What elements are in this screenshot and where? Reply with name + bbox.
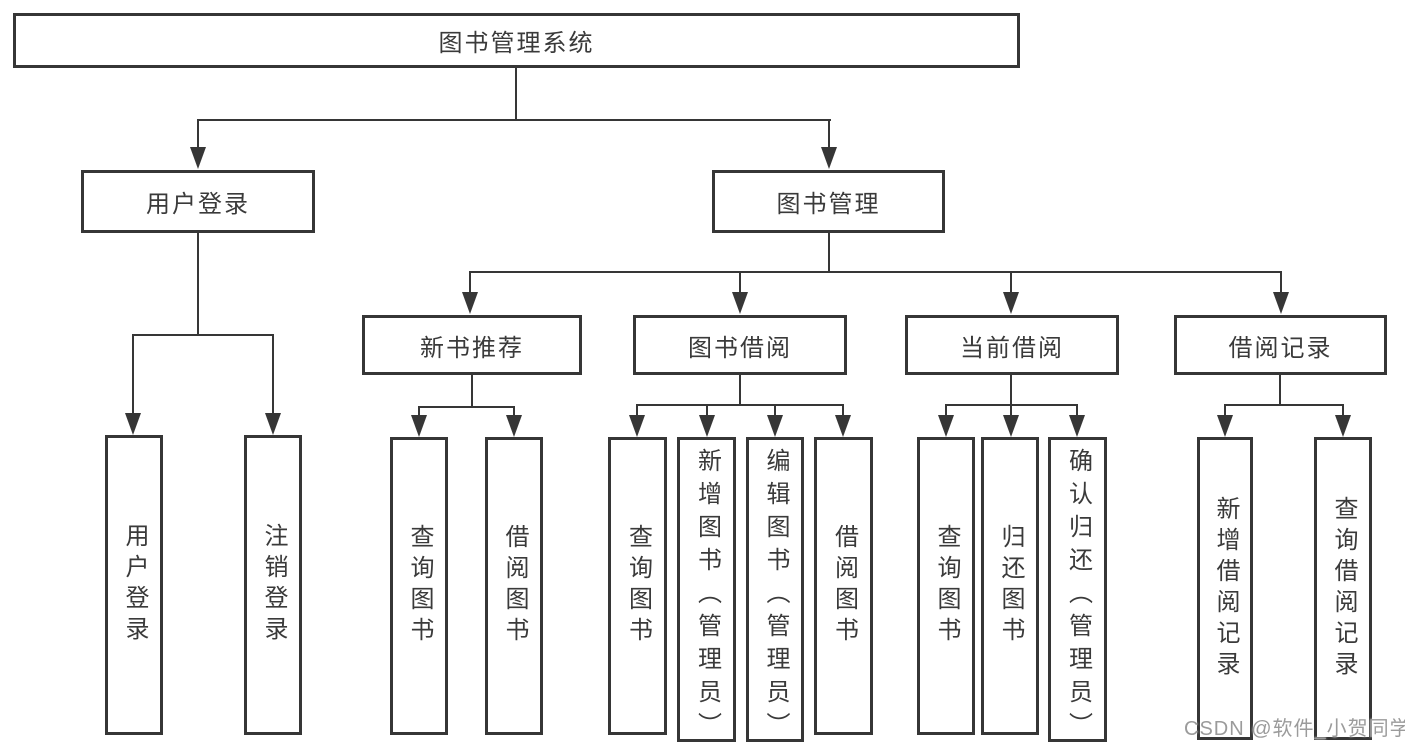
- connector-line: [842, 404, 844, 418]
- leaf-borrow-books-recommendation: 借阅图书: [485, 437, 543, 735]
- connector-line: [197, 119, 199, 151]
- arrowhead-down: [1273, 292, 1289, 314]
- arrowhead-down: [629, 415, 645, 437]
- connector-line: [636, 404, 638, 418]
- connector-line: [774, 404, 776, 418]
- connector-line: [828, 119, 830, 151]
- arrowhead-down: [506, 415, 522, 437]
- node-book-management-branch: 图书管理: [712, 170, 945, 233]
- connector-line: [515, 68, 517, 120]
- arrowhead-down: [767, 415, 783, 437]
- arrowhead-down: [1003, 292, 1019, 314]
- connector-line: [197, 119, 831, 121]
- leaf-borrow-books: 借阅图书: [814, 437, 873, 735]
- connector-line: [1076, 404, 1078, 418]
- arrowhead-down: [1217, 415, 1233, 437]
- connector-line: [1010, 375, 1012, 406]
- leaf-query-books-current: 查询图书: [917, 437, 975, 735]
- leaf-logout: 注销登录: [244, 435, 302, 735]
- leaf-query-books-recommendation: 查询图书: [390, 437, 448, 735]
- connector-line: [1010, 271, 1012, 295]
- arrowhead-down: [190, 147, 206, 169]
- arrowhead-down: [265, 413, 281, 435]
- arrowhead-down: [1069, 415, 1085, 437]
- arrowhead-down: [125, 413, 141, 435]
- connector-line: [1224, 404, 1226, 418]
- arrowhead-down: [411, 415, 427, 437]
- connector-line: [513, 406, 515, 418]
- connector-line: [945, 404, 947, 418]
- connector-line: [1279, 375, 1281, 406]
- node-current-borrowing: 当前借阅: [905, 315, 1119, 375]
- connector-line: [739, 375, 741, 406]
- connector-line: [418, 406, 420, 418]
- arrowhead-down: [699, 415, 715, 437]
- connector-line: [469, 271, 471, 295]
- leaf-user-login: 用户登录: [105, 435, 163, 735]
- leaf-confirm-return-admin: 确认归还（管理员）: [1048, 437, 1107, 745]
- connector-line: [636, 404, 844, 406]
- connector-line: [739, 271, 741, 295]
- node-user-login-branch: 用户登录: [81, 170, 315, 233]
- arrowhead-down: [1003, 415, 1019, 437]
- leaf-add-borrow-record: 新增借阅记录: [1197, 437, 1253, 740]
- leaf-edit-books-admin: 编辑图书（管理员）: [746, 437, 804, 745]
- leaf-add-books-admin: 新增图书（管理员）: [677, 437, 736, 745]
- arrowhead-down: [938, 415, 954, 437]
- connector-line: [1010, 404, 1012, 418]
- leaf-query-books-borrowing: 查询图书: [608, 437, 667, 735]
- connector-line: [1280, 271, 1282, 295]
- arrowhead-down: [462, 292, 478, 314]
- connector-line: [418, 406, 515, 408]
- arrowhead-down: [835, 415, 851, 437]
- connector-line: [132, 334, 134, 416]
- connector-line: [706, 404, 708, 418]
- connector-line: [1224, 404, 1344, 406]
- connector-line: [272, 334, 274, 416]
- connector-line: [469, 271, 1282, 273]
- arrowhead-down: [732, 292, 748, 314]
- leaf-query-borrow-record: 查询借阅记录: [1314, 437, 1372, 740]
- arrowhead-down: [821, 147, 837, 169]
- connector-line: [132, 334, 274, 336]
- node-borrowing-records: 借阅记录: [1174, 315, 1387, 375]
- connector-line: [197, 233, 199, 336]
- csdn-watermark: CSDN @软件_小贺同学: [1184, 718, 1405, 740]
- node-root-library-management-system: 图书管理系统: [13, 13, 1020, 68]
- node-new-book-recommendation: 新书推荐: [362, 315, 582, 375]
- connector-line: [471, 375, 473, 408]
- connector-line: [1342, 404, 1344, 418]
- leaf-return-books: 归还图书: [981, 437, 1039, 735]
- arrowhead-down: [1335, 415, 1351, 437]
- connector-line: [828, 233, 830, 273]
- node-book-borrowing: 图书借阅: [633, 315, 847, 375]
